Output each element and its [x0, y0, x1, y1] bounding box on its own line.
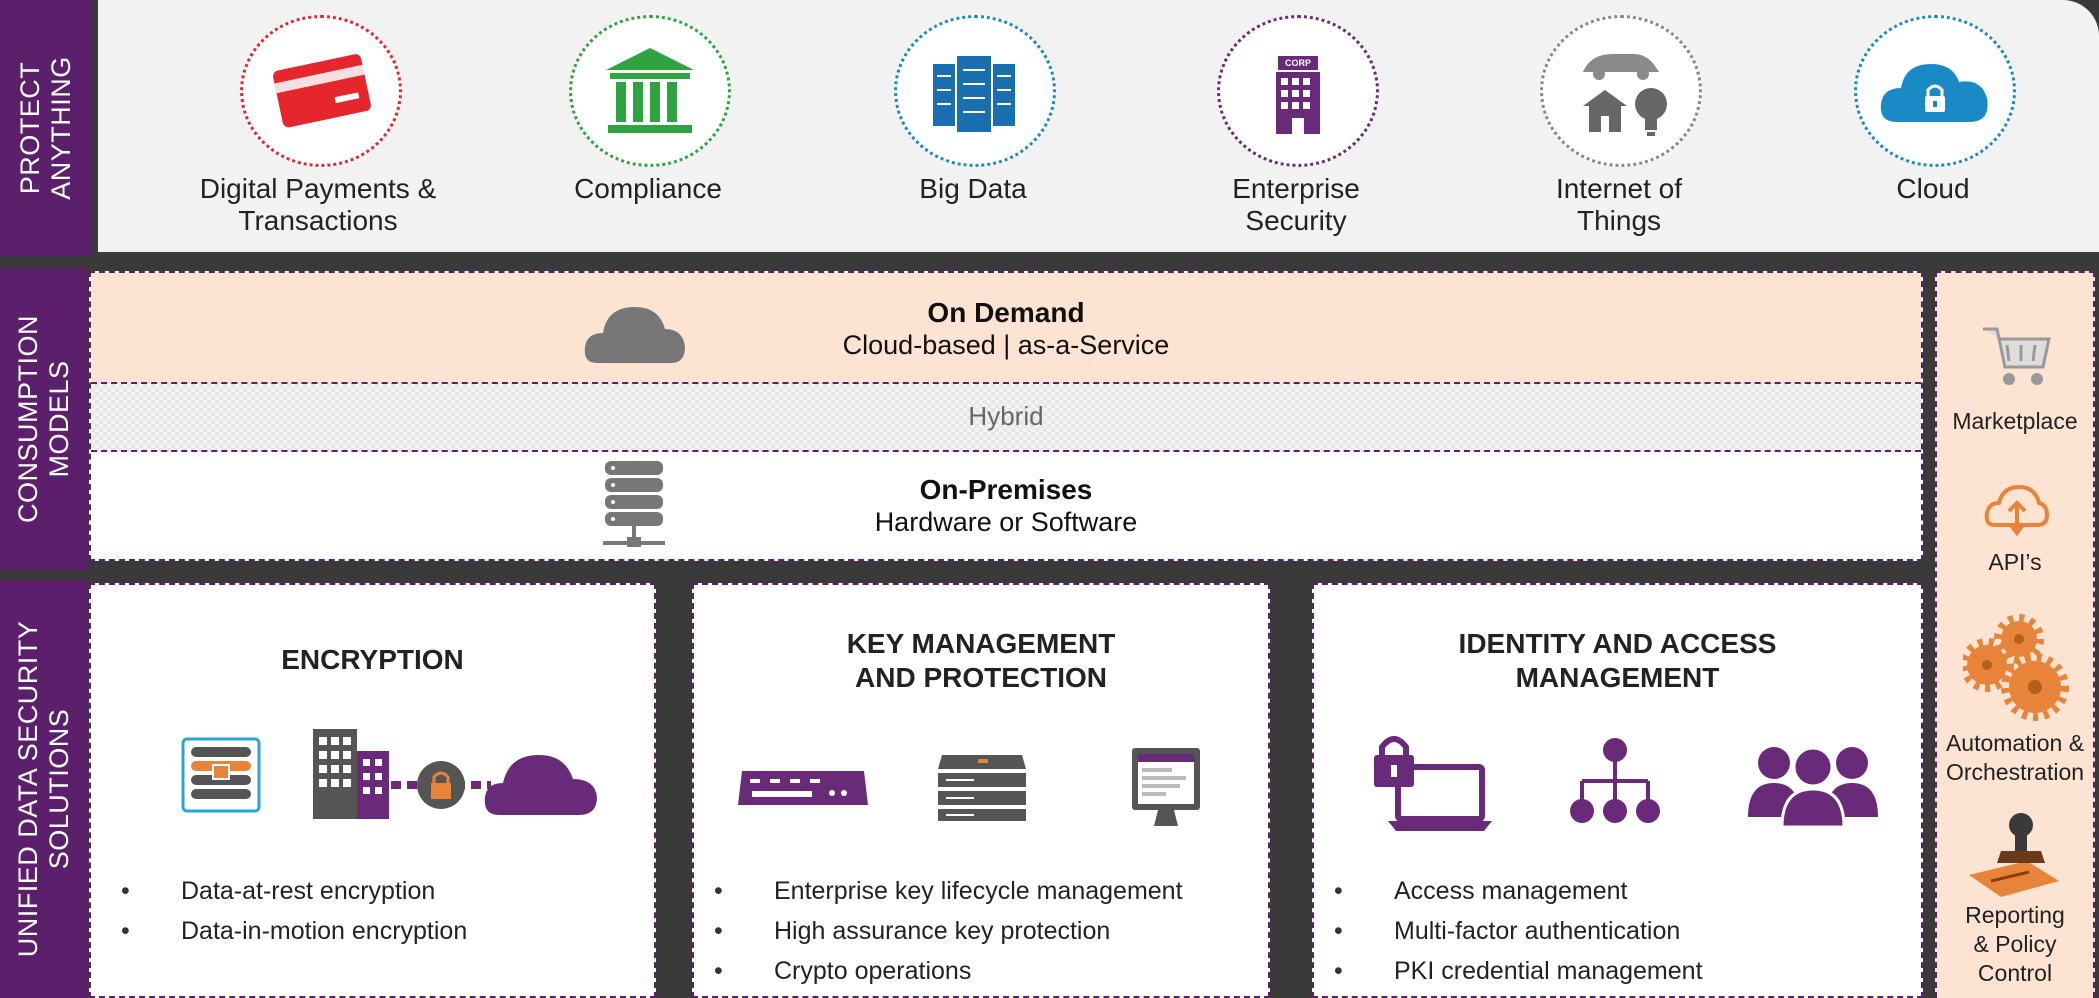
right-panel: Marketplace API’s Automation & Orchestra…: [1935, 271, 2095, 998]
on-prem-title: On-Premises: [919, 474, 1093, 505]
encryption-illustration: [181, 729, 597, 819]
unified-label-line1: UNIFIED DATA SECURITY: [13, 620, 43, 958]
consumption-label-line2: MODELS: [44, 360, 74, 478]
protect-label-line1: PROTECT: [15, 61, 45, 195]
cloud-lock-icon: [1880, 64, 1988, 122]
encryption-card: ENCRYPTION: [89, 583, 656, 998]
protect-row-label: PROTECT ANYTHING: [0, 0, 92, 256]
on-demand-title: On Demand: [927, 297, 1085, 328]
unified-row-label: UNIFIED DATA SECURITY SOLUTIONS: [0, 580, 88, 998]
bigdata-label: Big Data: [919, 173, 1027, 204]
reporting-label-3: Control: [1977, 960, 2053, 986]
bigdata-circle: [894, 15, 1056, 167]
reporting-label: Reporting & Policy Control: [1937, 901, 2093, 988]
automation-label-1: Automation &: [1945, 730, 2085, 756]
protect-item-payments: Digital Payments & Transactions: [168, 173, 468, 237]
cloud-icon: [584, 307, 685, 363]
corp-building-icon: [1276, 56, 1320, 134]
payments-label-2: Transactions: [238, 205, 398, 236]
corp-badge-text: CORP: [1284, 58, 1311, 68]
payments-label-1: Digital Payments &: [199, 173, 437, 204]
server-stack-icon: [603, 461, 665, 547]
compliance-circle: [569, 15, 731, 167]
identity-title-2: MANAGEMENT: [1515, 662, 1720, 693]
consumption-label-line1: CONSUMPTION: [13, 315, 43, 523]
list-item: High assurance key protection: [714, 911, 1183, 951]
list-item: Data-at-rest encryption: [121, 871, 467, 911]
stamp-icon: [1969, 813, 2059, 897]
list-item: Crypto operations: [714, 951, 1183, 991]
cloud-circle: [1854, 15, 2016, 167]
consumption-panel: On Demand Cloud-based | as-a-Service Hyb…: [89, 271, 1923, 561]
enterprise-label-1: Enterprise: [1232, 173, 1360, 204]
identity-card: IDENTITY AND ACCESS MANAGEMENT Access ma…: [1312, 583, 1923, 998]
database-lock-icon: [181, 737, 261, 813]
identity-bullets: Access management Multi-factor authentic…: [1334, 871, 1703, 991]
hybrid-label: Hybrid: [968, 401, 1044, 431]
gears-icon: [1963, 614, 2069, 721]
reporting-label-2: & Policy: [1973, 931, 2057, 957]
list-item: Access management: [1334, 871, 1703, 911]
unified-label-line2: SOLUTIONS: [44, 708, 74, 870]
enterprise-label-2: Security: [1245, 205, 1347, 236]
apis-label: API’s: [1988, 549, 2042, 575]
list-item: PKI credential management: [1334, 951, 1703, 991]
protect-item-cloud: Cloud: [1783, 173, 2083, 205]
list-item: Multi-factor authentication: [1334, 911, 1703, 951]
protect-item-enterprise: Enterprise Security: [1146, 173, 1446, 237]
iot-label-1: Internet of: [1555, 173, 1683, 204]
consumption-row-label: CONSUMPTION MODELS: [0, 268, 88, 570]
monitor-icon: [1132, 748, 1200, 826]
padlock-icon: [417, 761, 465, 809]
hybrid-band: Hybrid: [91, 384, 1921, 452]
key-management-card: KEY MANAGEMENT AND PROTECTION Enterprise…: [692, 583, 1270, 998]
iot-label-2: Things: [1576, 205, 1662, 236]
iot-icon: [1583, 54, 1667, 136]
enterprise-circle: CORP: [1217, 15, 1379, 167]
bank-building-icon: [606, 48, 694, 133]
shopping-cart-icon: [1983, 327, 2051, 385]
list-item: Data-in-motion encryption: [121, 911, 467, 951]
users-group-icon: [1748, 746, 1878, 829]
key-management-bullets: Enterprise key lifecycle management High…: [714, 871, 1183, 991]
hsm-appliance-icon: [738, 771, 868, 805]
credit-card-icon: [273, 54, 371, 128]
payments-circle: [240, 15, 402, 167]
iot-circle: [1540, 15, 1702, 167]
protect-label-line2: ANYTHING: [46, 56, 76, 200]
server-appliance-icon: [938, 755, 1026, 821]
protect-item-compliance: Compliance: [498, 173, 798, 205]
marketplace-label: Marketplace: [1952, 408, 2078, 434]
on-prem-subtitle: Hardware or Software: [874, 507, 1138, 537]
key-management-title-2: AND PROTECTION: [855, 662, 1107, 693]
protect-panel: [98, 0, 2099, 252]
on-demand-subtitle: Cloud-based | as-a-Service: [842, 330, 1170, 360]
cloud-label: Cloud: [1896, 173, 1970, 204]
buildings-icon: [313, 729, 389, 819]
on-demand-band: On Demand Cloud-based | as-a-Service: [91, 273, 1921, 384]
encryption-bullets: Data-at-rest encryption Data-in-motion e…: [121, 871, 467, 951]
automation-label: Automation & Orchestration: [1937, 729, 2093, 787]
identity-title-1: IDENTITY AND ACCESS: [1458, 628, 1777, 659]
list-item: Enterprise key lifecycle management: [714, 871, 1183, 911]
on-prem-band: On-Premises Hardware or Software: [91, 452, 1921, 559]
reporting-label-1: Reporting: [1965, 902, 2065, 928]
cloud-sync-icon: [1984, 484, 2049, 537]
laptop-lock-icon: [1374, 736, 1492, 831]
compliance-label: Compliance: [574, 173, 722, 204]
protect-item-bigdata: Big Data: [823, 173, 1123, 205]
automation-label-2: Orchestration: [1945, 759, 2085, 785]
hierarchy-icon: [1570, 738, 1660, 823]
encryption-title: ENCRYPTION: [281, 644, 464, 675]
key-management-title-1: KEY MANAGEMENT: [846, 628, 1116, 659]
server-racks-icon: [933, 56, 1015, 132]
protect-item-iot: Internet of Things: [1469, 173, 1769, 237]
